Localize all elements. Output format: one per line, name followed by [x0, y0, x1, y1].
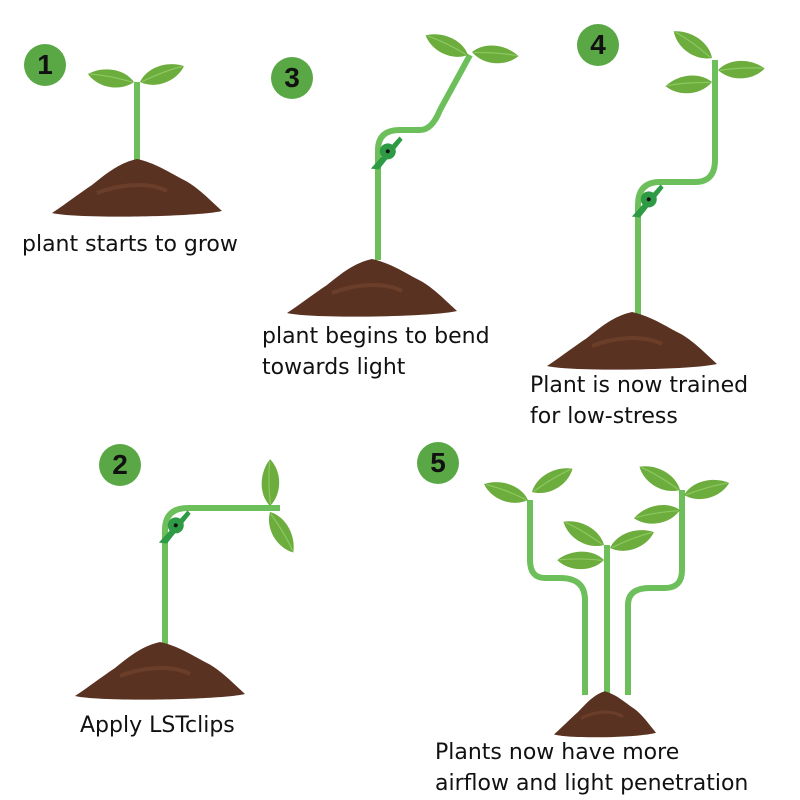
caption-line: Plant is now trained: [530, 373, 749, 398]
step-4-illustration: [545, 26, 766, 372]
leaf-icon: [256, 457, 285, 508]
step-1-badge: 1: [24, 44, 66, 86]
caption-line: towards light: [262, 355, 406, 380]
leaf-icon: [421, 30, 472, 61]
soil-mound-icon: [50, 157, 224, 219]
step-4-badge: 4: [577, 24, 619, 66]
leaf-icon: [716, 56, 766, 83]
step-1-illustration: [50, 60, 224, 219]
caption-line: plant begins to bend: [262, 324, 490, 349]
step-5-badge: 5: [417, 442, 459, 484]
caption-line: Plants now have more: [435, 740, 680, 765]
soil-mound-icon: [545, 310, 719, 372]
step-5-illustration: [527, 490, 685, 695]
step-3-illustration: [285, 30, 521, 319]
leaf-icon: [667, 26, 718, 64]
leaf-icon: [481, 478, 531, 507]
leaf-icon: [634, 461, 685, 496]
leaf-icon: [607, 526, 657, 555]
soil-mound-icon: [552, 689, 658, 739]
caption-line: plant starts to grow: [22, 232, 238, 257]
leaf-icon: [87, 68, 135, 89]
leaf-icon: [558, 516, 609, 551]
step-1-caption: plant starts to grow: [22, 229, 238, 260]
step-3-caption: plant begins to bend towards light: [262, 321, 490, 383]
leaf-icon: [527, 463, 578, 498]
leaf-icon: [137, 60, 187, 89]
step-5-caption: Plants now have more airflow and light p…: [435, 737, 748, 799]
leaf-icon: [264, 507, 299, 558]
caption-line: Apply LSTclips: [80, 713, 235, 738]
leaf-icon: [555, 546, 606, 575]
leaf-icon: [663, 69, 715, 100]
step-2-caption: Apply LSTclips: [80, 710, 235, 741]
leaf-icon: [469, 39, 521, 70]
step-2-badge: 2: [99, 444, 141, 486]
soil-mound-icon: [285, 257, 459, 319]
soil-mound-icon: [73, 640, 247, 702]
caption-line: for low-stress: [530, 404, 678, 429]
leaf-icon: [682, 477, 731, 502]
caption-line: airflow and light penetration: [435, 771, 749, 796]
step-4-caption: Plant is now trained for low-stress: [530, 370, 748, 432]
step-2-illustration: [73, 457, 299, 702]
step-3-badge: 3: [271, 57, 313, 99]
leaf-icon: [631, 497, 683, 532]
